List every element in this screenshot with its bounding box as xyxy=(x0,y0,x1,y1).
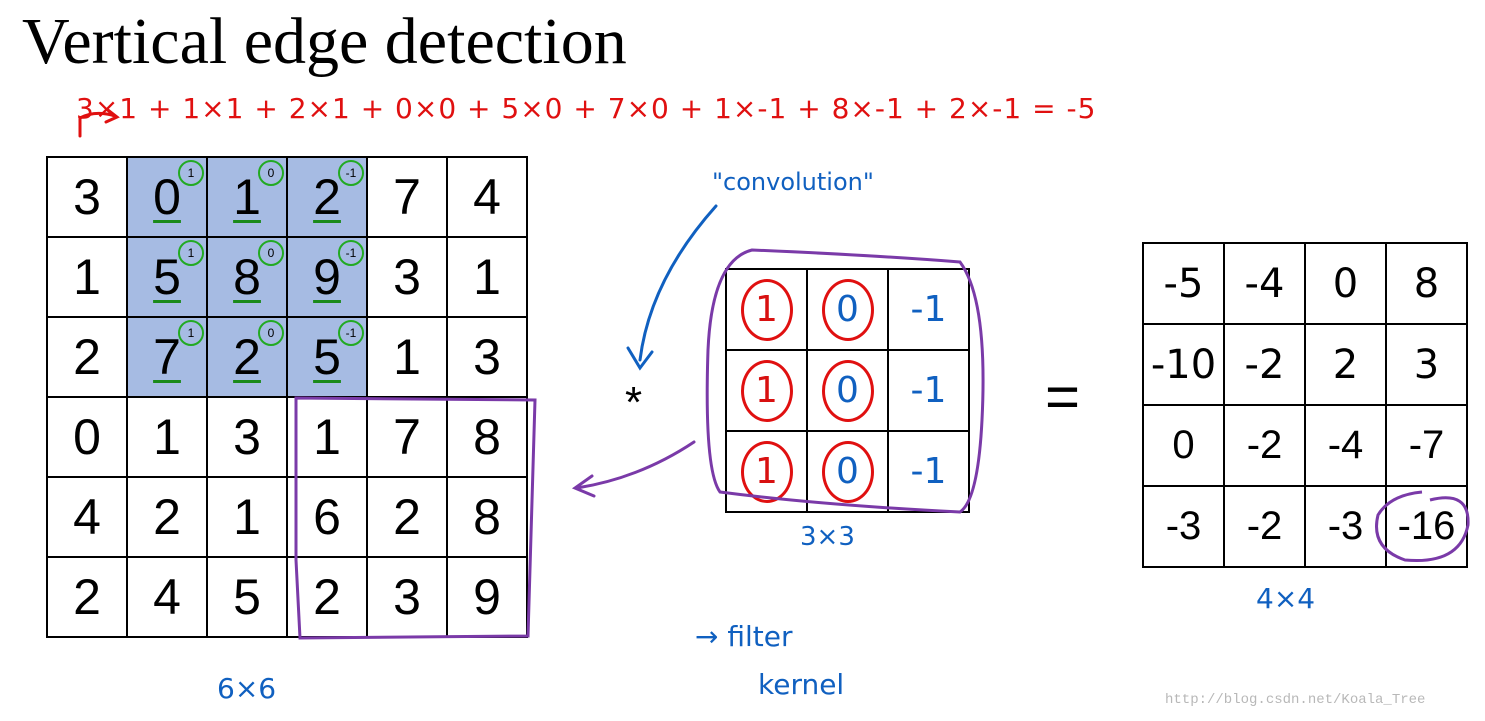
output-cell: -2 xyxy=(1223,404,1306,487)
kernel-weight-mark: 0 xyxy=(258,240,284,266)
kernel-weight-mark: 1 xyxy=(178,160,204,186)
output-cell: 0 xyxy=(1304,242,1387,325)
equals-sign: = xyxy=(1045,363,1081,430)
filter-row: 1 0 -1 xyxy=(725,268,970,351)
kernel-weight-mark: 1 xyxy=(178,240,204,266)
input-cell: 3 xyxy=(446,316,528,398)
filter-cell: 1 xyxy=(725,349,808,432)
filter-cell: -1 xyxy=(887,268,970,351)
filter-cell: -1 xyxy=(887,349,970,432)
input-cell: 4 xyxy=(446,156,528,238)
filter-dimension-label: 3×3 xyxy=(800,522,855,552)
filter-cell: 0 xyxy=(806,349,889,432)
input-cell: 4 xyxy=(126,556,208,638)
convolution-operator: * xyxy=(625,378,643,427)
input-cell: 2 xyxy=(366,476,448,558)
input-cell: 8 xyxy=(446,396,528,478)
output-row: 0 -2 -4 -7 xyxy=(1142,404,1468,487)
input-cell: 3 xyxy=(366,236,448,318)
filter-cell: 0 xyxy=(806,268,889,351)
page-title: Vertical edge detection xyxy=(22,5,627,78)
input-cell: 7 xyxy=(366,396,448,478)
input-cell: 2 xyxy=(126,476,208,558)
input-row: 0 1 3 1 7 8 xyxy=(46,396,528,478)
output-dimension-label: 4×4 xyxy=(1256,582,1316,615)
filter-row: 1 0 -1 xyxy=(725,349,970,432)
output-cell: -7 xyxy=(1385,404,1468,487)
watermark: http://blog.csdn.net/Koala_Tree xyxy=(1165,692,1426,708)
output-row: -5 -4 0 8 xyxy=(1142,242,1468,325)
kernel-weight-mark: 0 xyxy=(258,160,284,186)
output-row: -10 -2 2 3 xyxy=(1142,323,1468,406)
kernel-weight-mark: -1 xyxy=(338,240,364,266)
region-arrow xyxy=(571,440,696,498)
input-cell: 2 xyxy=(46,556,128,638)
input-cell: 6 xyxy=(286,476,368,558)
kernel-weight-mark: 0 xyxy=(258,320,284,346)
convolution-arrow xyxy=(626,204,718,371)
output-cell: 8 xyxy=(1385,242,1468,325)
input-cell-highlighted: 2-1 xyxy=(286,156,368,238)
input-cell: 1 xyxy=(46,236,128,318)
filter-cell: -1 xyxy=(887,430,970,513)
output-cell: -2 xyxy=(1223,323,1306,406)
kernel-weight-mark: 1 xyxy=(178,320,204,346)
filter-row: 1 0 -1 xyxy=(725,430,970,513)
input-cell: 1 xyxy=(126,396,208,478)
output-cell: 2 xyxy=(1304,323,1387,406)
input-dimension-label: 6×6 xyxy=(217,672,277,705)
input-cell: 1 xyxy=(366,316,448,398)
kernel-weight-mark: -1 xyxy=(338,160,364,186)
input-cell: 3 xyxy=(206,396,288,478)
output-circle-mark xyxy=(1375,490,1470,563)
input-cell-highlighted: 9-1 xyxy=(286,236,368,318)
kernel-weight-mark: -1 xyxy=(338,320,364,346)
filter-outline-loop xyxy=(705,248,985,514)
output-cell: -2 xyxy=(1223,485,1306,568)
input-cell: 3 xyxy=(46,156,128,238)
input-cell: 5 xyxy=(206,556,288,638)
handwritten-computation: 3×1 + 1×1 + 2×1 + 0×0 + 5×0 + 7×0 + 1×-1… xyxy=(76,92,1097,125)
equation-arrow xyxy=(78,108,120,138)
output-cell: -3 xyxy=(1142,485,1225,568)
input-row: 4 2 1 6 2 8 xyxy=(46,476,528,558)
input-cell: 1 xyxy=(286,396,368,478)
input-cell: 1 xyxy=(206,476,288,558)
filter-cell: 0 xyxy=(806,430,889,513)
input-cell: 2 xyxy=(46,316,128,398)
filter-kernel-grid: 1 0 -1 1 0 -1 1 0 -1 xyxy=(725,268,970,513)
output-cell: 0 xyxy=(1142,404,1225,487)
input-cell: 9 xyxy=(446,556,528,638)
output-cell: -10 xyxy=(1142,323,1225,406)
input-cell: 8 xyxy=(446,476,528,558)
input-cell: 3 xyxy=(366,556,448,638)
input-cell: 1 xyxy=(446,236,528,318)
output-cell: -3 xyxy=(1304,485,1387,568)
output-cell: -4 xyxy=(1304,404,1387,487)
input-cell-highlighted: 5-1 xyxy=(286,316,368,398)
output-cell: 3 xyxy=(1385,323,1468,406)
filter-note: → filter xyxy=(695,620,793,653)
output-cell: -4 xyxy=(1223,242,1306,325)
output-cell: -5 xyxy=(1142,242,1225,325)
convolution-label: "convolution" xyxy=(712,168,874,196)
region-outline xyxy=(294,396,537,640)
filter-cell: 1 xyxy=(725,268,808,351)
input-cell: 0 xyxy=(46,396,128,478)
kernel-note: kernel xyxy=(758,668,845,701)
input-cell: 4 xyxy=(46,476,128,558)
input-cell: 7 xyxy=(366,156,448,238)
input-row: 2 4 5 2 3 9 xyxy=(46,556,528,638)
